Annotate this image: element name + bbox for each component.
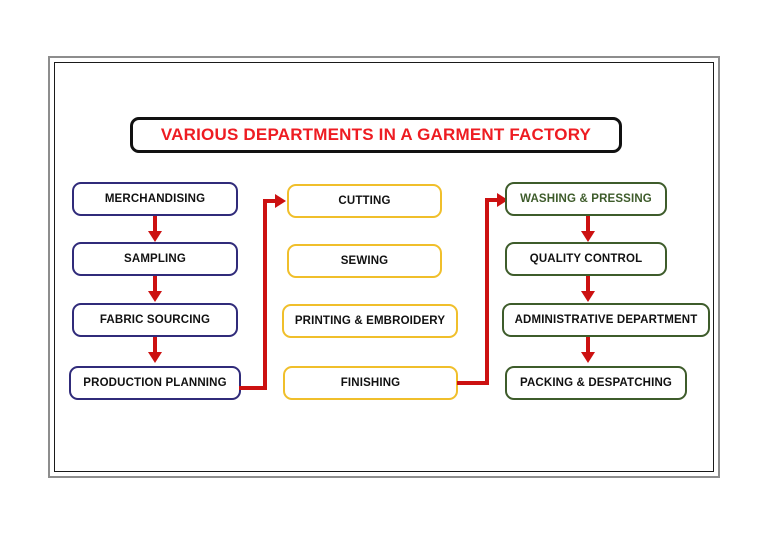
node-packing-and-despatching[interactable]: PACKING & DESPATCHING bbox=[505, 366, 687, 400]
connector-washing-to-quality-control bbox=[586, 216, 590, 233]
connector-merchandising-to-sampling bbox=[153, 216, 157, 233]
node-printing-and-embroidery[interactable]: PRINTING & EMBROIDERY bbox=[282, 304, 458, 338]
connector-production-planning-to-cutting-segment-h1 bbox=[239, 386, 267, 390]
diagram-title-box: VARIOUS DEPARTMENTS IN A GARMENT FACTORY bbox=[130, 117, 622, 153]
connector-fabric-sourcing-to-production-planning bbox=[153, 337, 157, 354]
arrowhead-down-icon bbox=[581, 352, 595, 363]
node-cutting[interactable]: CUTTING bbox=[287, 184, 442, 218]
node-fabric-sourcing[interactable]: FABRIC SOURCING bbox=[72, 303, 238, 337]
connector-finishing-to-washing-segment-v bbox=[485, 198, 489, 385]
connector-production-planning-to-cutting-segment-v bbox=[263, 199, 267, 390]
arrowhead-right-icon bbox=[497, 193, 508, 207]
arrowhead-down-icon bbox=[581, 231, 595, 242]
connector-production-planning-to-cutting-segment-h2 bbox=[263, 199, 279, 203]
connector-finishing-to-washing-segment-h2 bbox=[485, 198, 501, 202]
arrowhead-down-icon bbox=[148, 352, 162, 363]
arrowhead-right-icon bbox=[275, 194, 286, 208]
node-washing-and-pressing[interactable]: WASHING & PRESSING bbox=[505, 182, 667, 216]
page-title: VARIOUS DEPARTMENTS IN A GARMENT FACTORY bbox=[160, 125, 592, 144]
connector-finishing-to-washing-segment-h1 bbox=[457, 381, 488, 385]
node-sampling[interactable]: SAMPLING bbox=[72, 242, 238, 276]
node-sewing[interactable]: SEWING bbox=[287, 244, 442, 278]
arrowhead-down-icon bbox=[148, 231, 162, 242]
connector-sampling-to-fabric-sourcing bbox=[153, 276, 157, 293]
connector-administrative-department-to-packing bbox=[586, 337, 590, 354]
arrowhead-down-icon bbox=[581, 291, 595, 302]
node-production-planning[interactable]: PRODUCTION PLANNING bbox=[69, 366, 241, 400]
node-finishing[interactable]: FINISHING bbox=[283, 366, 458, 400]
arrowhead-down-icon bbox=[148, 291, 162, 302]
node-administrative-department[interactable]: ADMINISTRATIVE DEPARTMENT bbox=[502, 303, 710, 337]
node-quality-control[interactable]: QUALITY CONTROL bbox=[505, 242, 667, 276]
connector-quality-control-to-administrative-department bbox=[586, 276, 590, 293]
node-merchandising[interactable]: MERCHANDISING bbox=[72, 182, 238, 216]
